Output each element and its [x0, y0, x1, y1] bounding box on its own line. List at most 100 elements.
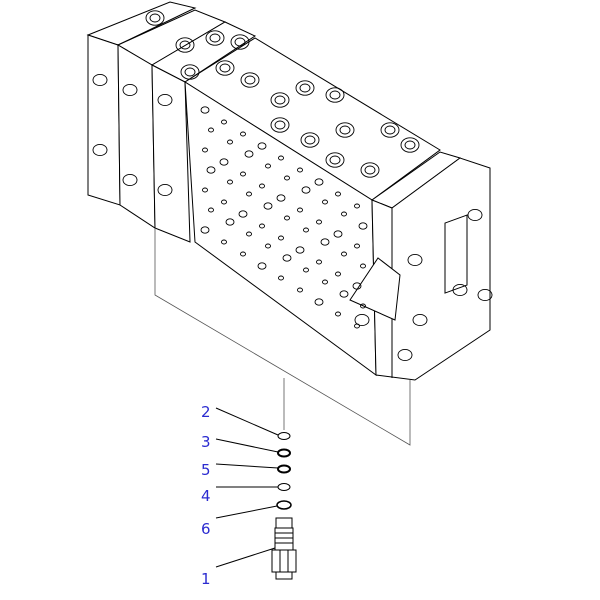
backup-ring-5[interactable] — [277, 464, 291, 474]
port-hole-inner — [404, 140, 416, 150]
bolt-hole — [284, 215, 290, 221]
o-ring-6[interactable] — [276, 500, 292, 510]
callout-1[interactable]: 1 — [201, 570, 211, 588]
port-holes — [92, 10, 493, 362]
plug — [122, 173, 138, 187]
port-hole-inner — [384, 125, 396, 135]
bolt-hole — [341, 211, 347, 217]
plug — [92, 73, 108, 87]
port-hole-inner — [234, 37, 246, 47]
bolt-hole — [278, 275, 284, 281]
port-hole-inner — [364, 165, 376, 175]
port-hole — [325, 87, 345, 103]
leader-connectors — [154, 228, 411, 446]
bolt-hole — [322, 199, 328, 205]
bolt-hole — [360, 303, 366, 309]
port-hole-inner — [209, 33, 221, 43]
port-hole-inner — [304, 135, 316, 145]
port-hole — [325, 152, 345, 168]
plug — [407, 253, 423, 267]
bolt-hole — [352, 282, 362, 290]
bolt-hole — [265, 243, 271, 249]
bolt-hole — [240, 131, 246, 137]
port-hole — [270, 92, 290, 108]
bolt-hole — [322, 279, 328, 285]
plug — [157, 183, 173, 197]
bolt-hole — [354, 243, 360, 249]
callout-6[interactable]: 6 — [201, 520, 211, 538]
port-hole — [215, 60, 235, 76]
bolt-hole — [221, 119, 227, 125]
bolt-hole — [335, 311, 341, 317]
port-hole-inner — [219, 63, 231, 73]
bolt-hole — [284, 175, 290, 181]
bolt-hole — [240, 171, 246, 177]
o-ring-4[interactable] — [277, 483, 291, 491]
bolt-hole — [219, 158, 229, 166]
port-hole — [230, 34, 250, 50]
plug — [354, 313, 370, 327]
port-hole — [295, 80, 315, 96]
bolt-hole — [278, 155, 284, 161]
port-hole — [240, 72, 260, 88]
port-hole — [360, 162, 380, 178]
port-hole-inner — [149, 13, 161, 23]
port-hole-inner — [299, 83, 311, 93]
callout-leaders — [215, 407, 279, 568]
bolt-hole — [244, 150, 254, 158]
bolt-hole — [297, 287, 303, 293]
bolt-hole — [276, 194, 286, 202]
backup-ring-3[interactable] — [277, 448, 291, 458]
plug — [467, 208, 483, 222]
port-hole — [205, 30, 225, 46]
bolt-hole — [278, 235, 284, 241]
port-hole-inner — [274, 120, 286, 130]
valve-cartridge-1[interactable] — [271, 517, 297, 580]
o-ring-2[interactable] — [277, 432, 291, 440]
bolt-hole — [358, 222, 368, 230]
plug — [397, 348, 413, 362]
port-hole-inner — [184, 67, 196, 77]
bolt-hole — [263, 202, 273, 210]
port-hole — [180, 64, 200, 80]
bolt-hole — [314, 298, 324, 306]
bolt-hole — [259, 183, 265, 189]
bolt-hole — [295, 246, 305, 254]
plug — [477, 288, 493, 302]
bolt-hole — [335, 271, 341, 277]
callout-5[interactable]: 5 — [201, 461, 211, 479]
bolt-hole — [360, 263, 366, 269]
bolt-hole — [227, 139, 233, 145]
bolt-hole — [297, 167, 303, 173]
bolt-hole — [225, 218, 235, 226]
port-hole — [380, 122, 400, 138]
port-hole-inner — [274, 95, 286, 105]
bolt-hole — [221, 199, 227, 205]
bolt-hole — [208, 127, 214, 133]
parts — [271, 432, 297, 580]
port-hole — [300, 132, 320, 148]
bolt-hole — [200, 226, 210, 234]
bolt-hole — [265, 163, 271, 169]
callout-4[interactable]: 4 — [201, 487, 211, 505]
bolt-hole — [303, 267, 309, 273]
plug — [452, 283, 468, 297]
plug — [92, 143, 108, 157]
bolt-hole — [339, 290, 349, 298]
port-hole-inner — [329, 155, 341, 165]
plug — [157, 93, 173, 107]
bolt-hole — [341, 251, 347, 257]
bolt-hole — [227, 179, 233, 185]
port-hole — [400, 137, 420, 153]
port-hole-inner — [329, 90, 341, 100]
callout-3[interactable]: 3 — [201, 433, 211, 451]
bolt-hole — [316, 259, 322, 265]
bolt-hole — [257, 142, 267, 150]
bolt-hole — [202, 187, 208, 193]
bolt-hole — [303, 227, 309, 233]
callout-2[interactable]: 2 — [201, 403, 211, 421]
bolt-hole — [320, 238, 330, 246]
port-hole — [270, 117, 290, 133]
